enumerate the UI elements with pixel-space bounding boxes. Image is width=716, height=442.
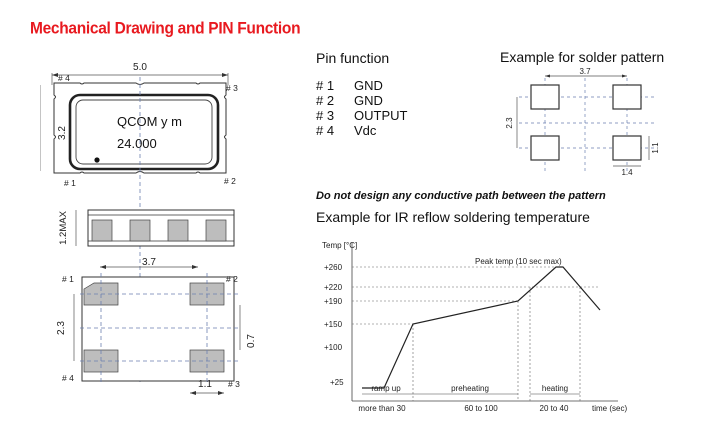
reflow-x-label: time (sec) (592, 404, 627, 413)
phase-heating: heating (542, 384, 568, 393)
reflow-profile-diagram: Temp [°C] +260 +220 +190 +150 +100 +25 P… (322, 241, 627, 413)
phase-ramp-up: ramp up (371, 384, 401, 393)
ytick-220: +220 (324, 283, 343, 292)
dim-height: 1.2MAX (58, 210, 69, 244)
top-pin-4: # 4 (58, 73, 70, 83)
ytick-190: +190 (324, 297, 343, 306)
marking-line2: 24.000 (117, 136, 157, 151)
ytick-100: +100 (324, 343, 343, 352)
dim-width: 3.2 (57, 126, 68, 140)
top-pin-1: # 1 (64, 178, 76, 188)
mechanical-drawing: 5.0 QCOM y m 24.000 3.2 # 4 # 3 # 1 # 2 … (40, 62, 257, 395)
bottom-pin-4: # 4 (62, 373, 74, 383)
reflow-heading: Example for IR reflow soldering temperat… (316, 209, 590, 225)
pin1-dot (94, 157, 100, 163)
page-title: Mechanical Drawing and PIN Function (30, 19, 301, 38)
pad-length: 0.7 (246, 334, 257, 348)
top-pin-2: # 2 (224, 176, 236, 186)
reflow-y-label: Temp [°C] (322, 241, 357, 250)
solder-dim-height: 2.3 (505, 117, 514, 129)
pin-function-heading: Pin function (316, 50, 390, 66)
solder-pattern-diagram: 3.7 2.3 1.1 1.4 (505, 68, 660, 177)
ytick-25: +25 (330, 378, 344, 387)
ytick-150: +150 (324, 320, 343, 329)
pad-pitch-y: 2.3 (56, 321, 67, 335)
ytick-260: +260 (324, 263, 343, 272)
peak-label: Peak temp (10 sec max) (475, 257, 562, 266)
bottom-pin-2: # 2 (226, 274, 238, 284)
bottom-pin-1: # 1 (62, 274, 74, 284)
pad-width: 1.1 (198, 379, 212, 390)
solder-dim-pad-w: 1.4 (621, 168, 633, 177)
duration-heating: 20 to 40 (540, 404, 569, 413)
top-pin-3: # 3 (226, 83, 238, 93)
marking-line1: QCOM y m (117, 114, 182, 129)
phase-preheating: preheating (451, 384, 489, 393)
design-warning: Do not design any conductive path betwee… (316, 190, 606, 202)
solder-pattern-heading: Example for solder pattern (500, 49, 665, 65)
duration-preheating: 60 to 100 (464, 404, 498, 413)
bottom-pin-3: # 3 (228, 379, 240, 389)
duration-ramp-up: more than 30 (358, 404, 406, 413)
solder-dim-pad-h: 1.1 (651, 142, 660, 154)
dim-length: 5.0 (133, 62, 147, 73)
solder-dim-width: 3.7 (579, 68, 591, 76)
pad-pitch-x: 3.7 (142, 257, 156, 268)
